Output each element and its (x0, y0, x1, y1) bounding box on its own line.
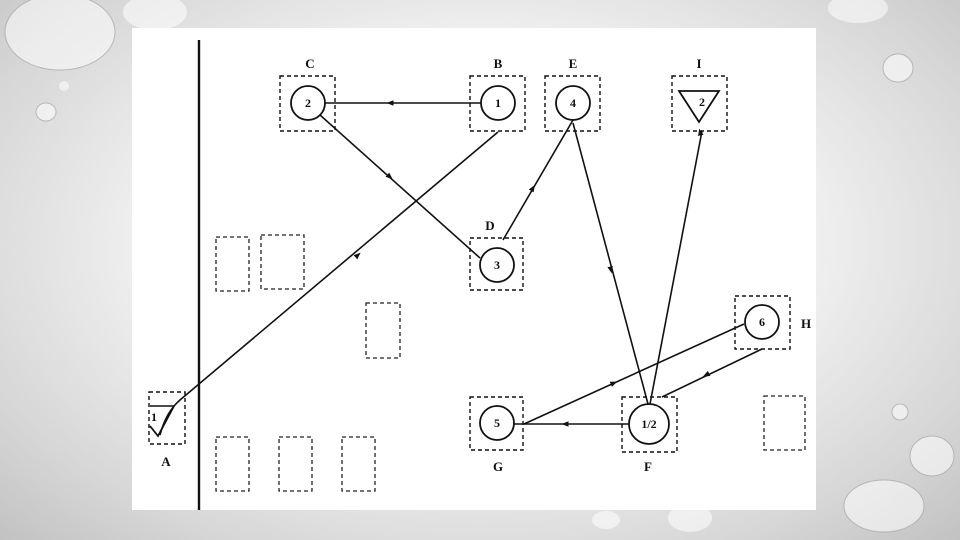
node-box-d (469, 237, 524, 291)
node-label-b: B (494, 56, 503, 71)
node-label-a: A (161, 454, 171, 469)
water-drop (123, 0, 187, 30)
water-drop (910, 436, 954, 476)
node-box-c (279, 75, 336, 132)
node-value-f: 1/2 (641, 417, 656, 431)
edge-f-i (649, 130, 703, 405)
empty-box (215, 236, 250, 292)
water-drop (892, 404, 908, 420)
node-circle-d (479, 247, 515, 283)
diagram-panel: 1 2 1 4 2 3 6 5 1/2 A C B E I D H G F (132, 28, 816, 510)
water-drop (36, 103, 56, 121)
empty-box (341, 436, 376, 492)
node-box-i (671, 75, 728, 132)
edge-e-f (572, 122, 649, 405)
node-value-g: 5 (494, 416, 500, 430)
node-box-e (544, 75, 601, 132)
node-label-d: D (485, 218, 494, 233)
water-drop (844, 480, 924, 532)
node-value-b: 1 (495, 96, 501, 110)
water-drop (668, 504, 712, 532)
node-value-d: 3 (494, 258, 500, 272)
node-box-h (734, 295, 791, 350)
node-circle-g (479, 405, 515, 441)
water-drop (883, 54, 913, 82)
edge-a-b (159, 131, 499, 436)
node-triangle-i (677, 90, 721, 124)
edge-c-d (319, 114, 481, 259)
water-drop (59, 81, 69, 91)
flow-diagram: 1 2 1 4 2 3 6 5 1/2 A C B E I D H G F (148, 40, 811, 510)
empty-box (365, 302, 401, 359)
empty-box (215, 436, 250, 492)
empty-box (260, 234, 305, 290)
node-label-e: E (569, 56, 578, 71)
node-value-c: 2 (305, 96, 311, 110)
node-label-h: H (801, 316, 811, 331)
node-box-a (148, 391, 186, 445)
node-value-a: 1 (151, 410, 157, 424)
water-drop (592, 511, 620, 529)
empty-box (763, 395, 806, 451)
water-drop (828, 0, 888, 23)
node-value-e: 4 (570, 96, 576, 110)
water-drop (5, 0, 115, 70)
node-check-a (149, 405, 175, 438)
node-value-i: 2 (699, 95, 705, 109)
edge-h-f (661, 348, 763, 398)
edge-d-e (502, 119, 574, 241)
node-label-c: C (305, 56, 314, 71)
node-label-g: G (493, 459, 503, 474)
node-label-f: F (644, 459, 652, 474)
empty-box (278, 436, 313, 492)
node-label-i: I (696, 56, 701, 71)
node-circle-h (744, 304, 780, 340)
node-value-h: 6 (759, 315, 765, 329)
edge-g-h (523, 323, 745, 425)
